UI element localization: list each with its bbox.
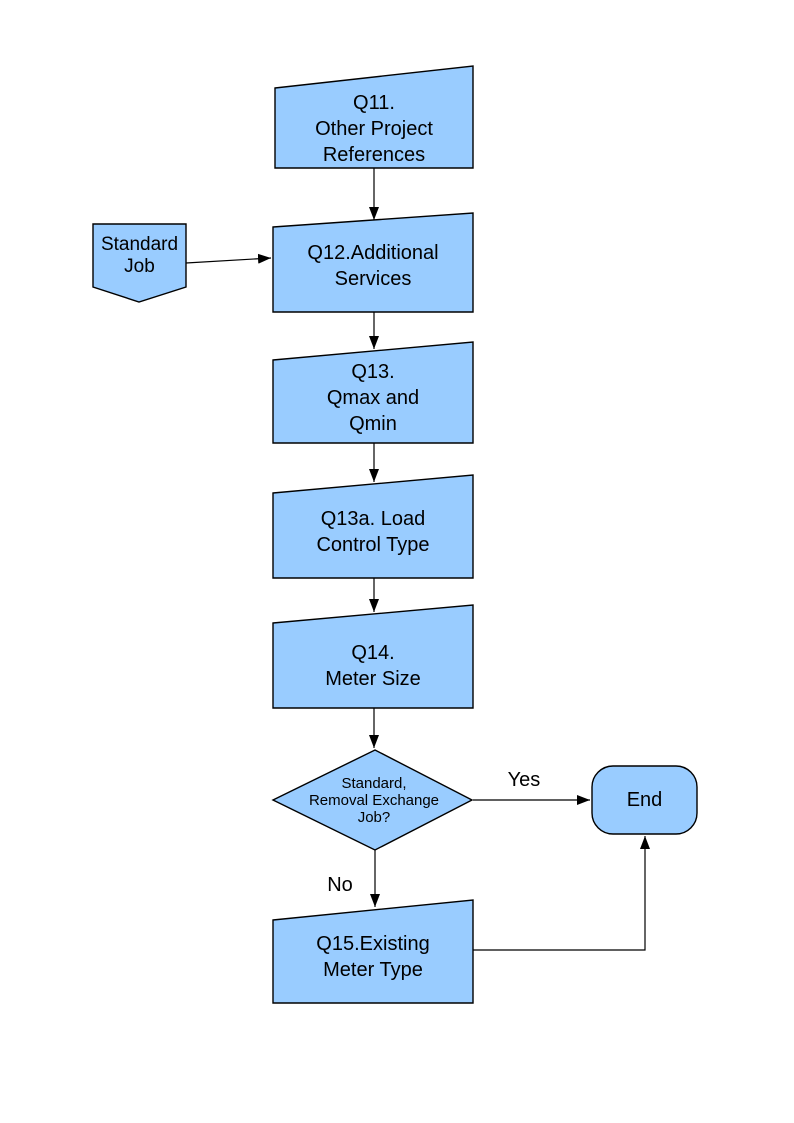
- connector-q15-to-end: [473, 836, 650, 951]
- decision-diamond-shape: [271, 749, 474, 851]
- q15-card-shape: [272, 899, 474, 1004]
- connector-standard-job-to-q12: [185, 253, 272, 264]
- q13a-card-shape: [272, 474, 474, 579]
- end-terminator-shape: [591, 765, 698, 835]
- q11-card-shape: [274, 65, 474, 169]
- q12-card-shape: [272, 212, 474, 313]
- q13-card-shape: [272, 341, 474, 444]
- standard-job-pentagon-shape: [92, 223, 187, 303]
- q14-card-shape: [272, 604, 474, 709]
